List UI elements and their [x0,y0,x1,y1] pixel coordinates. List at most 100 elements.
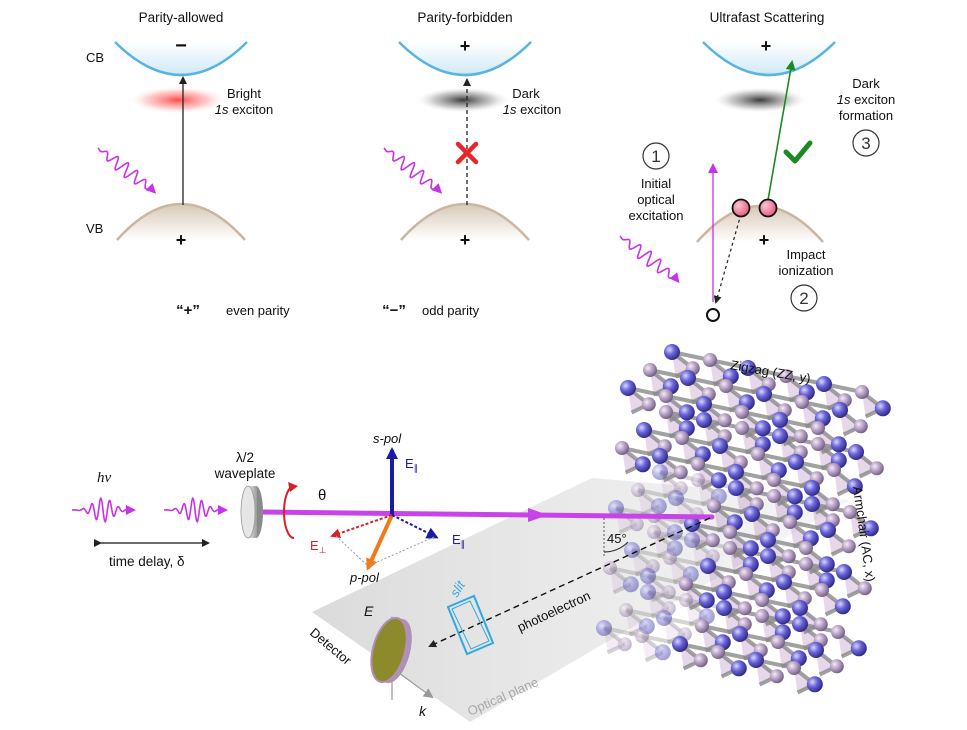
lattice-atom-blue [832,402,848,418]
lattice-atom-violet [827,463,841,477]
lattice-atom-violet [737,601,752,616]
lattice-atom-blue [596,620,612,636]
vb-parity-sign: + [176,230,187,250]
e-par-right-label: E∥ [452,532,465,549]
panel-ultrafast: + + 1 Initial optical excitation Impact … [619,36,896,322]
lattice-atom-blue [806,676,823,693]
lattice-atom-violet [787,661,801,675]
valence-band-edge [400,202,530,241]
even-parity-symbol: “+” [176,302,200,319]
step-3-line-1: Dark [852,76,880,91]
formation-arrow [767,60,796,201]
lattice-atom-blue [786,488,803,505]
lattice-atom-blue [664,344,680,360]
dark-exciton-glow [712,87,808,113]
rotation-arrowhead [288,482,298,492]
lattice-atom-violet [815,583,829,597]
lattice-atom-violet [767,489,781,503]
step-1-line-3: excitation [629,208,684,223]
step-3-circle [852,129,880,157]
lattice-atom-blue [696,396,712,412]
lattice-atom-violet [619,603,633,617]
lattice-atom-blue [672,636,688,652]
step-3-line-2: 1s exciton [837,92,896,107]
lattice-atom-violet [705,533,720,548]
check-icon [783,140,813,164]
vb-parity-sign: + [759,230,770,250]
photon-pulse-1 [72,496,136,524]
lattice-atom-violet [717,413,732,428]
waveplate-label-2: waveplate [214,466,276,481]
lattice-atom-violet [629,517,644,532]
odd-parity-label: odd parity [422,303,480,318]
lattice-atom-violet [723,525,737,539]
p-pol-vector [366,514,394,571]
lattice-atom-violet [855,385,869,399]
lattice-atom-blue [656,610,672,626]
lattice-atom-violet [675,431,689,445]
slit-frame-inner [451,600,490,650]
lattice-atom-blue [792,616,808,632]
even-parity-label: even parity [226,303,290,318]
cb-parity-sign: − [175,35,187,57]
cb-parity-sign: + [460,36,471,56]
electron-1 [731,198,751,218]
lattice-atom-blue [772,428,788,444]
lattice-atom-violet [813,617,828,632]
lattice-atom-violet [739,567,753,581]
lattice-atom-violet [829,659,844,674]
lattice-atom-blue [620,380,636,396]
lattice-atom-blue [700,558,716,574]
lattice-atom-violet [603,561,617,575]
lattice-atom-violet [781,549,796,564]
lattice-atom-violet [679,577,693,591]
conduction-band-edge [398,41,532,77]
photon-wave-3 [619,235,680,284]
lattice-atom-violet [795,395,809,409]
lattice-atom-violet [811,437,825,451]
e-par-up-symbol: E [405,456,414,471]
panel-forbidden: + + Dark 1s exciton [383,36,562,250]
panel-title-allowed: Parity-allowed [139,10,224,25]
parity-legend: “+” even parity “−” odd parity [176,302,479,319]
lattice-atom-violet [693,653,708,668]
lattice-atom-blue [760,548,776,564]
slit [446,594,495,656]
lattice-atom-blue [640,584,656,600]
lattice-atom-blue [792,600,808,616]
lattice-atom-violet [843,505,857,519]
exciton-word: exciton [516,102,561,117]
vb-label: VB [86,221,103,236]
photon-wave-2 [383,147,443,194]
lattice-atom-blue [636,422,652,438]
dark-exciton-sub: 1s exciton [503,102,562,117]
lattice-atom-blue [740,360,756,376]
e-par-right-sub: ∥ [461,539,466,549]
lattice-atom-blue [748,652,764,668]
lattice-atom-blue [742,540,759,557]
e-par-up-label: E∥ [405,456,418,473]
theta-label: θ [318,487,326,504]
lattice-atom-blue [772,412,788,428]
panel-allowed: CB VB − + Bright 1s exciton [86,35,273,250]
lattice-atom-violet [635,629,649,643]
step-2-number: 2 [799,289,808,308]
odd-parity-symbol: “−” [382,302,406,319]
lattice-atom-violet [719,379,733,393]
e-perp-label: E⊥ [310,538,327,555]
lattice-atom-blue [622,576,639,593]
lattice-atom-violet [831,625,845,639]
lattice-atom-blue [698,592,715,609]
photon-pulse-2 [164,496,228,524]
conduction-band-edge [114,41,248,77]
lattice-atom-blue [634,456,651,473]
lattice-atom-violet [841,539,856,554]
lattice-atom-blue [652,464,668,480]
lattice-atom-blue [874,400,891,417]
bright-exciton-label: Bright [227,86,261,101]
lattice-atom-blue [862,520,879,537]
lattice-atom-blue [818,556,835,573]
pump-beam [259,509,715,520]
step-1-line-2: optical [637,192,675,207]
photoelectron-path [428,517,711,648]
